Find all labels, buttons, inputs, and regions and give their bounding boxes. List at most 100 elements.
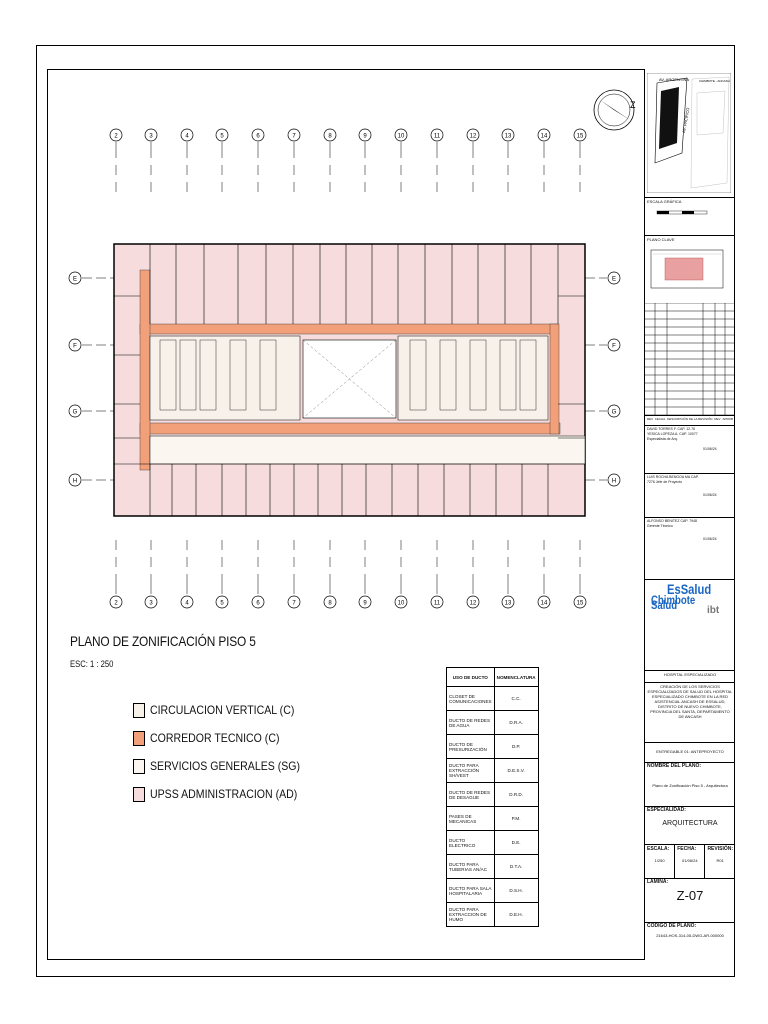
plan-name-block: NOMBRE DEL PLANO: Plano de Zonificación … — [645, 762, 735, 806]
col-bubble-top — [144, 128, 158, 142]
duct-table-header: USO DE DUCTO NOMENCLATURA — [446, 667, 539, 687]
grid-column-label: 7 — [292, 601, 296, 607]
row-bubble-right — [607, 338, 621, 352]
legend-item: SERVICIOS GENERALES (SG) — [133, 758, 321, 774]
grid-row-label: E — [73, 277, 77, 283]
row-bubble-right — [607, 473, 621, 487]
core-room — [159, 339, 177, 411]
grid-column-label: 2 — [114, 601, 118, 607]
col-bubble-bottom — [501, 595, 515, 609]
col-bubble-bottom — [394, 595, 408, 609]
grid-column-label: 5 — [220, 601, 224, 607]
lower-band — [149, 435, 586, 465]
col-bubble-top — [430, 128, 444, 142]
duct-code-cell: C.C. — [493, 686, 539, 711]
sheet-number-block: LÁMINA: Z-07 — [645, 878, 735, 922]
grid-column-label: 4 — [185, 134, 189, 140]
legend: CIRCULACION VERTICAL (C) CORREDOR TECNIC… — [133, 702, 321, 815]
technical-corridor-left — [139, 269, 151, 471]
col-bubble-bottom — [144, 595, 158, 609]
legend-swatch — [133, 730, 145, 746]
duct-code-cell: D.S.H. — [493, 878, 539, 903]
col-bubble-top — [215, 128, 229, 142]
legend-item: UPSS ADMINISTRACION (AD) — [133, 786, 321, 802]
core-room — [199, 339, 217, 411]
essalud-logo: EsSalud — [667, 581, 712, 597]
grid-column-label: 12 — [470, 601, 477, 607]
row-bubble-left — [68, 404, 82, 418]
signer-text: DAVID TORRES F. CAP. 12.76 YESICA LOPEZA… — [647, 427, 698, 441]
technical-corridor-top — [139, 323, 559, 335]
plan-title: PLANO DE ZONIFICACIÓN PISO 5 — [70, 633, 256, 649]
duct-code-cell: D.R.D. — [493, 782, 539, 807]
revision-grid — [645, 302, 735, 416]
grid-column-label: 15 — [577, 134, 584, 140]
location-map: AV. ARGENTINA CHIMBOTE - ANCASH AV. PACI… — [646, 72, 732, 194]
revision-label: REVISIÓN: — [707, 846, 733, 852]
grid-column-label: 13 — [505, 134, 512, 140]
duct-table: USO DE DUCTO NOMENCLATURA CLOSET DE COMU… — [446, 667, 539, 927]
col-bubble-top — [251, 128, 265, 142]
grid-column-label: 11 — [434, 601, 441, 607]
code-label: CÓDIGO DE PLANO: — [647, 923, 697, 929]
core-block-right — [397, 335, 549, 421]
revision-header-cell: REV — [714, 417, 721, 421]
room-layer — [114, 244, 586, 516]
legend-swatch — [133, 702, 145, 718]
key-plan-label: PLANO CLAVE — [647, 237, 675, 242]
grid-column-label: 15 — [577, 601, 584, 607]
duct-table-header-cell: USO DE DUCTO — [446, 667, 495, 687]
grid-column-label: 8 — [328, 134, 332, 140]
scale-label: ESCALA: — [647, 846, 670, 852]
core-room — [499, 339, 517, 411]
legend-label: CORREDOR TECNICO (C) — [150, 731, 280, 745]
revision-header-cell: REV — [647, 417, 654, 421]
signer-row: ALFONSO BENITEZ CAP. 7948 Gerente Técnic… — [645, 517, 735, 557]
plan-name: Plano de Zonificación Piso 5 - Arquitect… — [652, 783, 728, 788]
graphic-scale: ESCALA GRÁFICA — [645, 197, 735, 233]
core-room — [179, 339, 197, 411]
col-bubble-bottom — [323, 595, 337, 609]
duct-code-cell: D.E. — [493, 830, 539, 855]
specialty-label: ESPECIALIDAD: — [647, 807, 686, 813]
project-name: HOSPITAL ESPECIALIZADO — [645, 670, 735, 682]
signer-date: 01/06/24 — [703, 493, 717, 497]
duct-code-cell: D.E.H. — [493, 902, 539, 927]
grid-column-label: 14 — [541, 601, 548, 607]
chimbote-salud-logo: Chimbote Salud — [651, 593, 696, 612]
legend-item: CIRCULACION VERTICAL (C) — [133, 702, 321, 718]
plan-body — [113, 243, 586, 517]
grid-row-label: F — [612, 344, 616, 350]
row-bubble-left — [68, 473, 82, 487]
revision-header-cell: APROB — [722, 417, 733, 421]
graphic-scale-label: ESCALA GRÁFICA — [647, 199, 682, 204]
scale-cell: ESCALA: 1/250 — [645, 845, 676, 878]
col-bubble-top — [394, 128, 408, 142]
grid-column-label: 3 — [149, 134, 153, 140]
signer-date: 01/06/24 — [703, 537, 717, 541]
signer-row: DAVID TORRES F. CAP. 12.76 YESICA LOPEZA… — [645, 425, 735, 473]
col-bubble-top — [358, 128, 372, 142]
duct-code-cell: D.R.A. — [493, 710, 539, 735]
specialty: ARQUITECTURA — [662, 820, 718, 827]
duct-use-cell: DUCTO PARA SALA HOSPITALARIA — [446, 878, 495, 903]
col-bubble-bottom — [466, 595, 480, 609]
col-bubble-bottom — [180, 595, 194, 609]
scale-value: 1/250 — [654, 858, 665, 863]
row-bubble-right — [607, 404, 621, 418]
col-bubble-bottom — [430, 595, 444, 609]
title-block: AV. ARGENTINA CHIMBOTE - ANCASH AV. PACI… — [644, 69, 735, 960]
legend-label: UPSS ADMINISTRACION (AD) — [150, 787, 298, 801]
col-bubble-top — [109, 128, 123, 142]
duct-code-cell: D.E.S.V. — [493, 758, 539, 783]
grid-layer: 2233445566778899101011111212131314141515… — [68, 128, 621, 609]
